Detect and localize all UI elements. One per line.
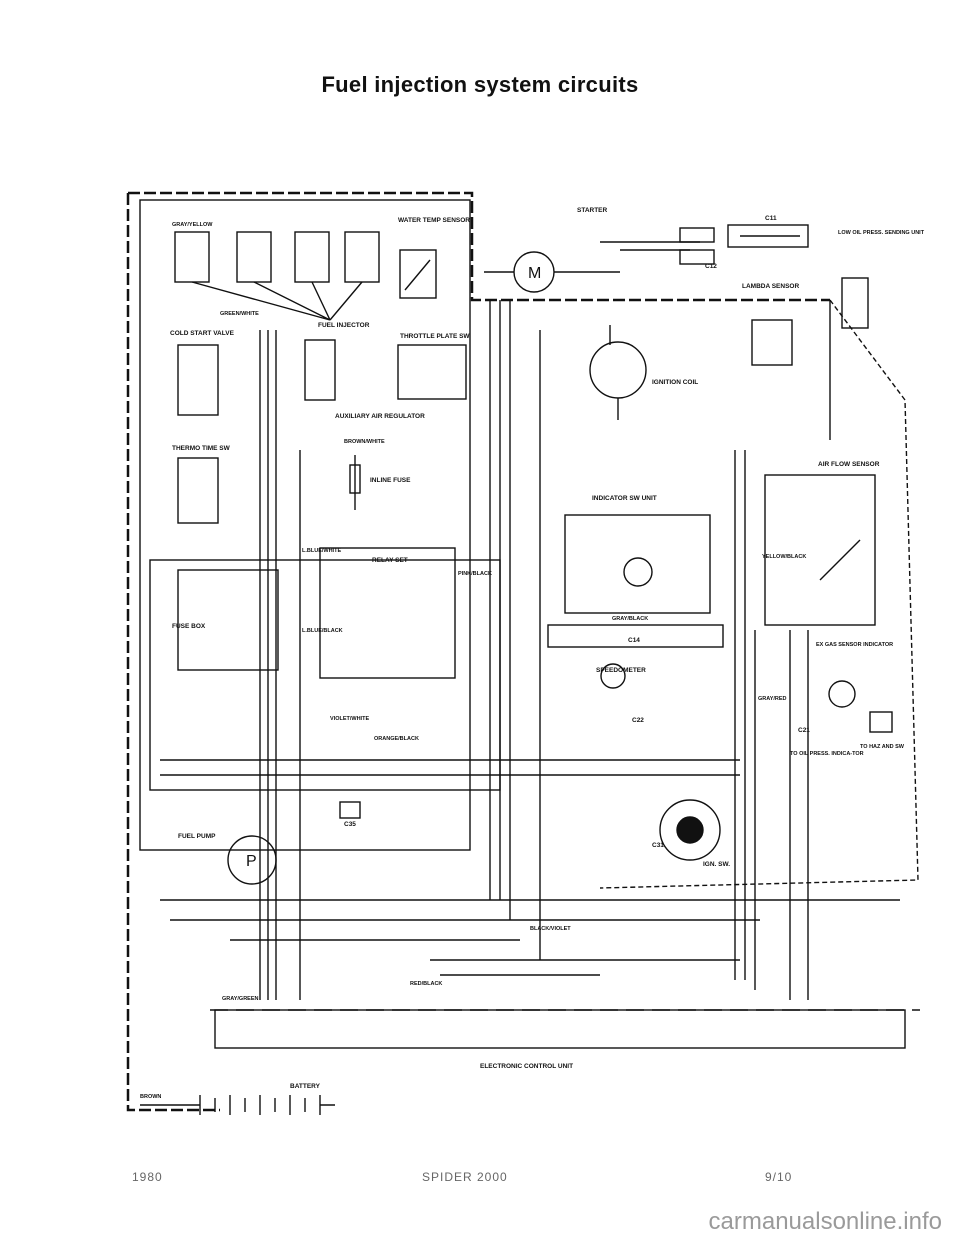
wire-color-label: GRAY/BLACK	[612, 616, 648, 622]
relay-set-box	[319, 547, 456, 679]
battery-label: BATTERY	[290, 1083, 321, 1090]
fuse-box-box	[177, 569, 279, 671]
ignition-switch	[659, 799, 721, 861]
footer-model: SPIDER 2000	[422, 1170, 508, 1184]
wire-color-label: BLACK/VIOLET	[530, 926, 571, 932]
connector-label: C35	[344, 821, 356, 828]
lambda-sensor-label: LAMBDA SENSOR	[742, 283, 799, 290]
fuel-pump-label: FUEL PUMP	[178, 833, 216, 840]
footer-year: 1980	[132, 1170, 163, 1184]
wire-color-label: YELLOW/BLACK	[762, 554, 806, 560]
pump-letter: P	[246, 853, 257, 870]
aux-air-regulator-label: AUXILIARY AIR REGULATOR	[335, 413, 425, 420]
to-oil-press-label: TO OIL PRESS. INDICA-TOR	[790, 751, 864, 757]
ignition-coil	[589, 341, 647, 399]
connector-label: C12	[705, 263, 717, 270]
to-haz-label: TO HAZ AND SW	[860, 744, 905, 750]
ecu-label: ELECTRONIC CONTROL UNIT	[480, 1063, 573, 1070]
outer-frame	[126, 191, 830, 1112]
motor-letter: M	[528, 265, 541, 282]
connector-label: C11	[765, 215, 777, 222]
harness-rect-left	[139, 199, 471, 851]
throttle-plate-box	[397, 344, 467, 400]
throttle-plate-label: THROTTLE PLATE SW	[400, 333, 470, 340]
indicator-unit-label: INDICATOR SW UNIT	[592, 495, 657, 502]
speedometer-symbol	[600, 663, 626, 689]
connector-label: C21	[798, 727, 810, 734]
low-oil-press-label: LOW OIL PRESS. SENDING UNIT	[838, 230, 925, 236]
speedometer-label: SPEEDOMETER	[596, 667, 646, 674]
water-temp-sensor-box	[399, 249, 437, 299]
watermark: carmanualsonline.info	[708, 1208, 942, 1235]
battery-cells	[199, 1095, 321, 1115]
connector-label: C31	[652, 842, 664, 849]
connector-label: C14	[628, 637, 640, 644]
fuel-injector-label: FUEL INJECTOR	[318, 322, 370, 329]
ecu-connector	[214, 1009, 906, 1049]
wire-color-label: GRAY/YELLOW	[172, 222, 213, 228]
wire-color-label: BROWN/WHITE	[344, 439, 385, 445]
harness-cross	[160, 759, 900, 976]
water-temp-sensor-label: WATER TEMP SENSOR	[398, 217, 470, 224]
wire-color-label: PINK/BLACK	[458, 571, 492, 577]
fuse-box-label: FUSE BOX	[172, 623, 206, 630]
footer-page: 9/10	[765, 1170, 793, 1184]
wire-color-label: GREEN/WHITE	[220, 311, 259, 317]
cold-start-valve-label: COLD START VALVE	[170, 330, 235, 337]
wire-color-label: VIOLET/WHITE	[330, 716, 369, 722]
wire-color-label: L.BLUE/WHITE	[302, 548, 341, 554]
page-title: Fuel injection system circuits	[321, 72, 639, 97]
thermo-time-box	[177, 457, 219, 524]
cold-start-valve-box	[177, 344, 219, 416]
ex-gas-indicator	[828, 680, 856, 708]
relay-set-label: RELAY SET	[372, 557, 408, 564]
connector-label: C22	[632, 717, 644, 724]
right-dashed-bus	[599, 299, 919, 889]
wire-color-label: ORANGE/BLACK	[374, 736, 419, 742]
low-oil-press-box	[841, 277, 869, 329]
harness-trunk	[259, 300, 809, 1000]
thermo-time-label: THERMO TIME SW	[172, 445, 231, 452]
wire-color-label: RED/BLACK	[410, 981, 442, 987]
injector-group	[174, 231, 380, 321]
ex-gas-sensor-label: EX GAS SENSOR INDICATOR	[816, 642, 893, 648]
wire-color-label: GRAY/GREEN	[222, 996, 259, 1002]
indicator-unit-box	[564, 514, 711, 614]
starter-label: STARTER	[577, 207, 608, 214]
wire-color-label: GRAY/RED	[758, 696, 787, 702]
inline-fuse-label: INLINE FUSE	[370, 477, 411, 484]
ignition-coil-label: IGNITION COIL	[652, 379, 698, 386]
wire-color-label: BROWN	[140, 1094, 161, 1100]
air-flow-sensor-label: AIR FLOW SENSOR	[818, 461, 880, 468]
ign-sw-label: IGN. SW.	[703, 861, 730, 868]
air-flow-sensor-box	[764, 474, 876, 626]
harness-rect-main	[149, 559, 501, 791]
wire-color-label: L.BLUE/BLACK	[302, 628, 343, 634]
lambda-sensor-box	[751, 319, 793, 366]
